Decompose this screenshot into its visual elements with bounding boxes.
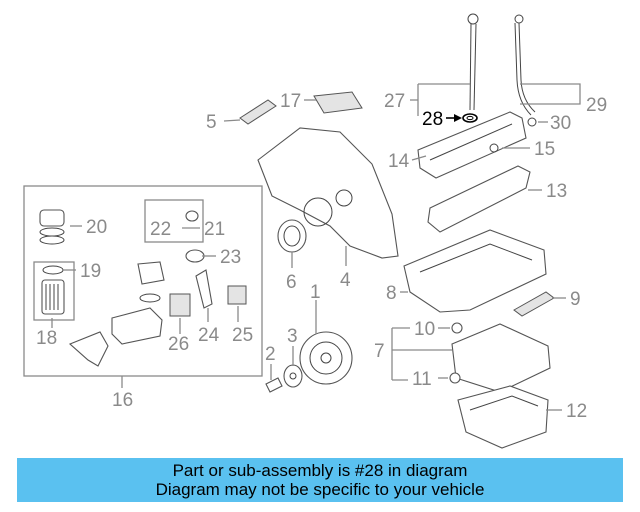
callout-2: 2 [265,344,276,365]
gasket-25 [227,285,247,305]
callout-29: 29 [586,95,607,116]
callout-26: 26 [168,334,189,355]
callout-16: 16 [112,390,133,411]
timing-cover-4 [257,127,399,259]
callout-27: 27 [384,91,405,112]
inset-box [23,185,263,377]
callout-5: 5 [206,112,217,133]
parts-diagram: 1 2 3 4 5 6 7 8 9 10 11 12 13 14 15 16 1… [23,13,607,449]
callout-8: 8 [386,283,397,304]
sub-inset-box-filter [33,261,75,321]
callout-25: 25 [232,325,253,346]
dipstick-assembly [467,13,537,127]
ring-23 [185,249,205,263]
strainer-26 [169,293,191,317]
drain-plug-10 [451,322,463,334]
callout-17: 17 [280,91,301,112]
washer-11 [449,372,461,384]
cap-21 [185,210,199,222]
callout-15: 15 [534,139,555,160]
callout-1: 1 [310,282,321,303]
sealant-tube-9 [513,291,555,317]
seal-part-28 [462,113,478,123]
oil-pan-12 [457,385,549,449]
leader-lines [51,83,581,411]
callout-18: 18 [36,328,57,349]
callout-13: 13 [546,181,567,202]
callout-23: 23 [220,247,241,268]
callout-14: 14 [388,151,410,172]
sub-inset-box [144,199,204,243]
housing-22 [137,261,165,303]
callout-30: 30 [550,113,571,134]
valve-cover-14 [417,111,527,179]
callout-11: 11 [412,369,432,390]
callout-21: 21 [204,219,225,240]
callout-3: 3 [287,326,298,347]
front-seal-6 [277,219,307,253]
sealant-tube-5 [239,99,277,125]
pipe-24 [195,269,213,309]
banner-line-2: Diagram may not be specific to your vehi… [155,480,485,499]
banner-line-1: Part or sub-assembly is #28 in diagram [172,461,468,480]
callout-19: 19 [80,261,101,282]
flywheel-1 [299,331,353,385]
callout-10: 10 [414,319,435,340]
gasket-17 [313,91,363,114]
oil-filter-18 [41,265,65,315]
callout-arrow-28 [446,114,462,122]
oil-cooler-assembly [68,307,163,367]
upper-oil-pan-8 [403,229,547,313]
lower-oil-pan-12 [451,323,551,393]
callout-4: 4 [340,270,351,291]
oil-filter-cap-20 [39,209,65,245]
callout-7: 7 [374,341,385,362]
callout-6: 6 [286,272,297,293]
callout-22: 22 [150,219,171,240]
cover-gasket-13 [427,165,531,233]
callout-28: 28 [422,109,443,130]
callout-24: 24 [198,325,220,346]
info-banner: Part or sub-assembly is #28 in diagram D… [17,458,623,502]
bolt-2 [265,377,283,393]
callout-12: 12 [566,401,587,422]
callout-9: 9 [570,289,581,310]
plate-3 [283,364,303,388]
callout-20: 20 [86,217,107,238]
